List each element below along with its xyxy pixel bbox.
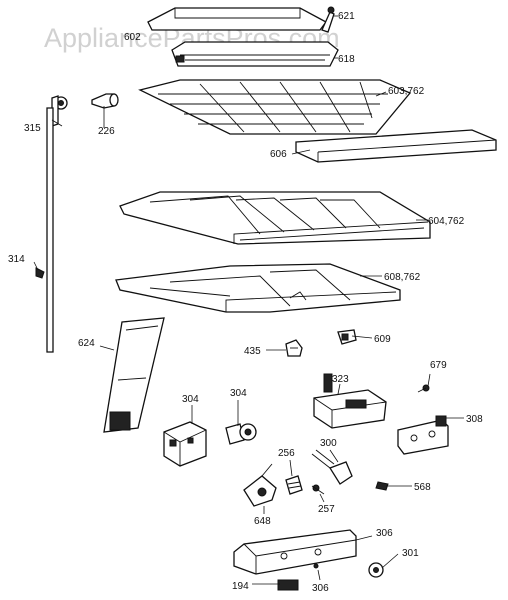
part-602-cover xyxy=(147,7,327,31)
part-435 xyxy=(285,339,303,357)
callout-304a: 304 xyxy=(182,394,199,405)
part-300-socket xyxy=(311,449,353,485)
part-226-bushing xyxy=(91,93,119,109)
part-323-control xyxy=(313,373,387,429)
callout-609: 609 xyxy=(374,334,391,345)
part-609 xyxy=(337,329,357,345)
callout-608: 608,762 xyxy=(384,272,421,283)
part-306-housing xyxy=(233,529,357,575)
part-604-crisper-cover xyxy=(119,191,431,245)
callout-679: 679 xyxy=(430,360,447,371)
callout-323: 323 xyxy=(332,374,349,385)
callout-256: 256 xyxy=(278,448,295,459)
part-304-relay xyxy=(163,421,207,467)
part-648-motor xyxy=(243,463,277,507)
part-679-screw xyxy=(417,384,430,393)
callout-257: 257 xyxy=(318,504,335,515)
part-301 xyxy=(368,562,384,578)
part-314-rod xyxy=(35,107,54,353)
callout-621: 621 xyxy=(338,11,355,22)
callout-300: 300 xyxy=(320,438,337,449)
part-606-bar xyxy=(295,129,497,163)
callout-315: 315 xyxy=(24,123,41,134)
leader-lines xyxy=(33,15,464,585)
callout-226: 226 xyxy=(98,126,115,137)
callout-314: 314 xyxy=(8,254,25,265)
part-304-knob xyxy=(225,423,257,445)
part-608-shelf xyxy=(115,263,401,313)
callout-604: 604,762 xyxy=(428,216,465,227)
callout-301: 301 xyxy=(402,548,419,559)
callout-618: 618 xyxy=(338,54,355,65)
part-624-panel xyxy=(103,317,165,433)
part-568-screw xyxy=(375,481,389,491)
part-621-knob xyxy=(321,6,335,33)
callout-603: 603,762 xyxy=(388,86,425,97)
callout-194: 194 xyxy=(232,581,249,592)
callout-602: 602 xyxy=(124,32,141,43)
callout-606: 606 xyxy=(270,149,287,160)
callout-304b: 304 xyxy=(230,388,247,399)
part-257-screw xyxy=(311,484,325,495)
part-256 xyxy=(285,475,303,495)
part-194 xyxy=(277,579,299,591)
callout-308: 308 xyxy=(466,414,483,425)
callout-306b: 306 xyxy=(312,583,329,594)
callout-435: 435 xyxy=(244,346,261,357)
callout-624: 624 xyxy=(78,338,95,349)
part-618-housing xyxy=(171,41,339,67)
callout-568: 568 xyxy=(414,482,431,493)
callout-648: 648 xyxy=(254,516,271,527)
callout-306a: 306 xyxy=(376,528,393,539)
part-308-bracket xyxy=(397,415,449,455)
part-603-grid-shelf xyxy=(138,79,412,135)
